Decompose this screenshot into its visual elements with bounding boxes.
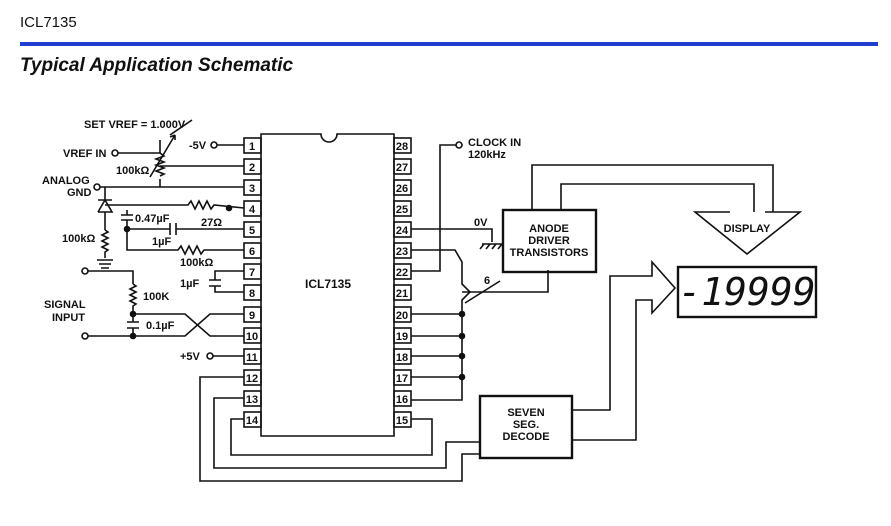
signal-input-label-1: SIGNAL bbox=[44, 299, 86, 311]
c01-value: 0.1µF bbox=[146, 320, 175, 332]
svg-text:10: 10 bbox=[246, 331, 258, 343]
svg-text:4: 4 bbox=[249, 204, 256, 216]
svg-text:17: 17 bbox=[396, 373, 408, 385]
display-readout: -19999 bbox=[678, 270, 815, 314]
vref-in-label: VREF IN bbox=[63, 148, 106, 160]
svg-text:11: 11 bbox=[246, 352, 258, 364]
svg-text:7: 7 bbox=[249, 267, 255, 279]
display-label: DISPLAY bbox=[724, 223, 771, 235]
r100k-b-value: 100kΩ bbox=[180, 257, 213, 269]
svg-text:2: 2 bbox=[249, 162, 255, 174]
c1uf-a-value: 1µF bbox=[152, 236, 171, 248]
svg-text:25: 25 bbox=[396, 204, 408, 216]
svg-text:16: 16 bbox=[396, 394, 408, 406]
zero-v-label: 0V bbox=[474, 217, 488, 229]
svg-text:28: 28 bbox=[396, 141, 408, 153]
ic-name: ICL7135 bbox=[305, 277, 351, 291]
right-pin-numbers: 28 27 26 25 24 23 22 21 20 19 18 17 16 1… bbox=[396, 141, 409, 427]
svg-text:19: 19 bbox=[396, 331, 408, 343]
header-rule bbox=[20, 42, 878, 46]
schematic-wiring bbox=[81, 119, 818, 482]
svg-text:15: 15 bbox=[396, 415, 408, 427]
set-vref-label: SET VREF = 1.000V bbox=[84, 119, 186, 131]
r100k-a-value: 100kΩ bbox=[62, 233, 95, 245]
analog-gnd-label-1: ANALOG bbox=[42, 175, 90, 187]
c047-value: 0.47µF bbox=[135, 213, 170, 225]
anode-driver-line1: ANODE bbox=[529, 223, 569, 235]
clock-in-label-1: CLOCK IN bbox=[468, 137, 521, 149]
seven-seg-line1: SEVEN bbox=[507, 407, 544, 419]
pot-value: 100kΩ bbox=[116, 165, 149, 177]
svg-text:1: 1 bbox=[249, 141, 255, 153]
seven-seg-line3: DECODE bbox=[502, 431, 549, 443]
svg-text:8: 8 bbox=[249, 288, 255, 300]
section-title: Typical Application Schematic bbox=[20, 55, 294, 76]
document-id: ICL7135 bbox=[20, 14, 77, 31]
svg-text:24: 24 bbox=[396, 225, 409, 237]
svg-text:23: 23 bbox=[396, 246, 408, 258]
r100k-in-value: 100K bbox=[143, 291, 169, 303]
left-pin-numbers: 1 2 3 4 5 6 7 8 9 10 11 12 13 14 bbox=[246, 141, 259, 427]
anode-driver-line2: DRIVER bbox=[528, 235, 570, 247]
analog-gnd-label-2: GND bbox=[67, 187, 92, 199]
svg-text:6: 6 bbox=[249, 246, 255, 258]
plus5v-label: +5V bbox=[180, 351, 201, 363]
bus-width-label: 6 bbox=[484, 275, 490, 287]
resistor-100k-left bbox=[100, 229, 110, 258]
minus5v-label: -5V bbox=[189, 140, 207, 152]
r27-value: 27Ω bbox=[201, 217, 222, 229]
svg-text:21: 21 bbox=[396, 288, 408, 300]
svg-text:3: 3 bbox=[249, 183, 255, 195]
clock-in-label-2: 120kHz bbox=[468, 149, 506, 161]
anode-driver-line3: TRANSISTORS bbox=[510, 247, 589, 259]
seven-seg-line2: SEG. bbox=[513, 419, 539, 431]
ic-body bbox=[260, 133, 395, 437]
svg-text:18: 18 bbox=[396, 352, 408, 364]
svg-text:12: 12 bbox=[246, 373, 258, 385]
svg-text:22: 22 bbox=[396, 267, 408, 279]
c1uf-b-value: 1µF bbox=[180, 278, 199, 290]
signal-input-label-2: INPUT bbox=[52, 312, 85, 324]
svg-text:20: 20 bbox=[396, 310, 408, 322]
svg-text:26: 26 bbox=[396, 183, 408, 195]
svg-text:13: 13 bbox=[246, 394, 258, 406]
svg-text:27: 27 bbox=[396, 162, 408, 174]
svg-text:9: 9 bbox=[249, 310, 255, 322]
svg-text:14: 14 bbox=[246, 415, 259, 427]
svg-text:5: 5 bbox=[249, 225, 255, 237]
